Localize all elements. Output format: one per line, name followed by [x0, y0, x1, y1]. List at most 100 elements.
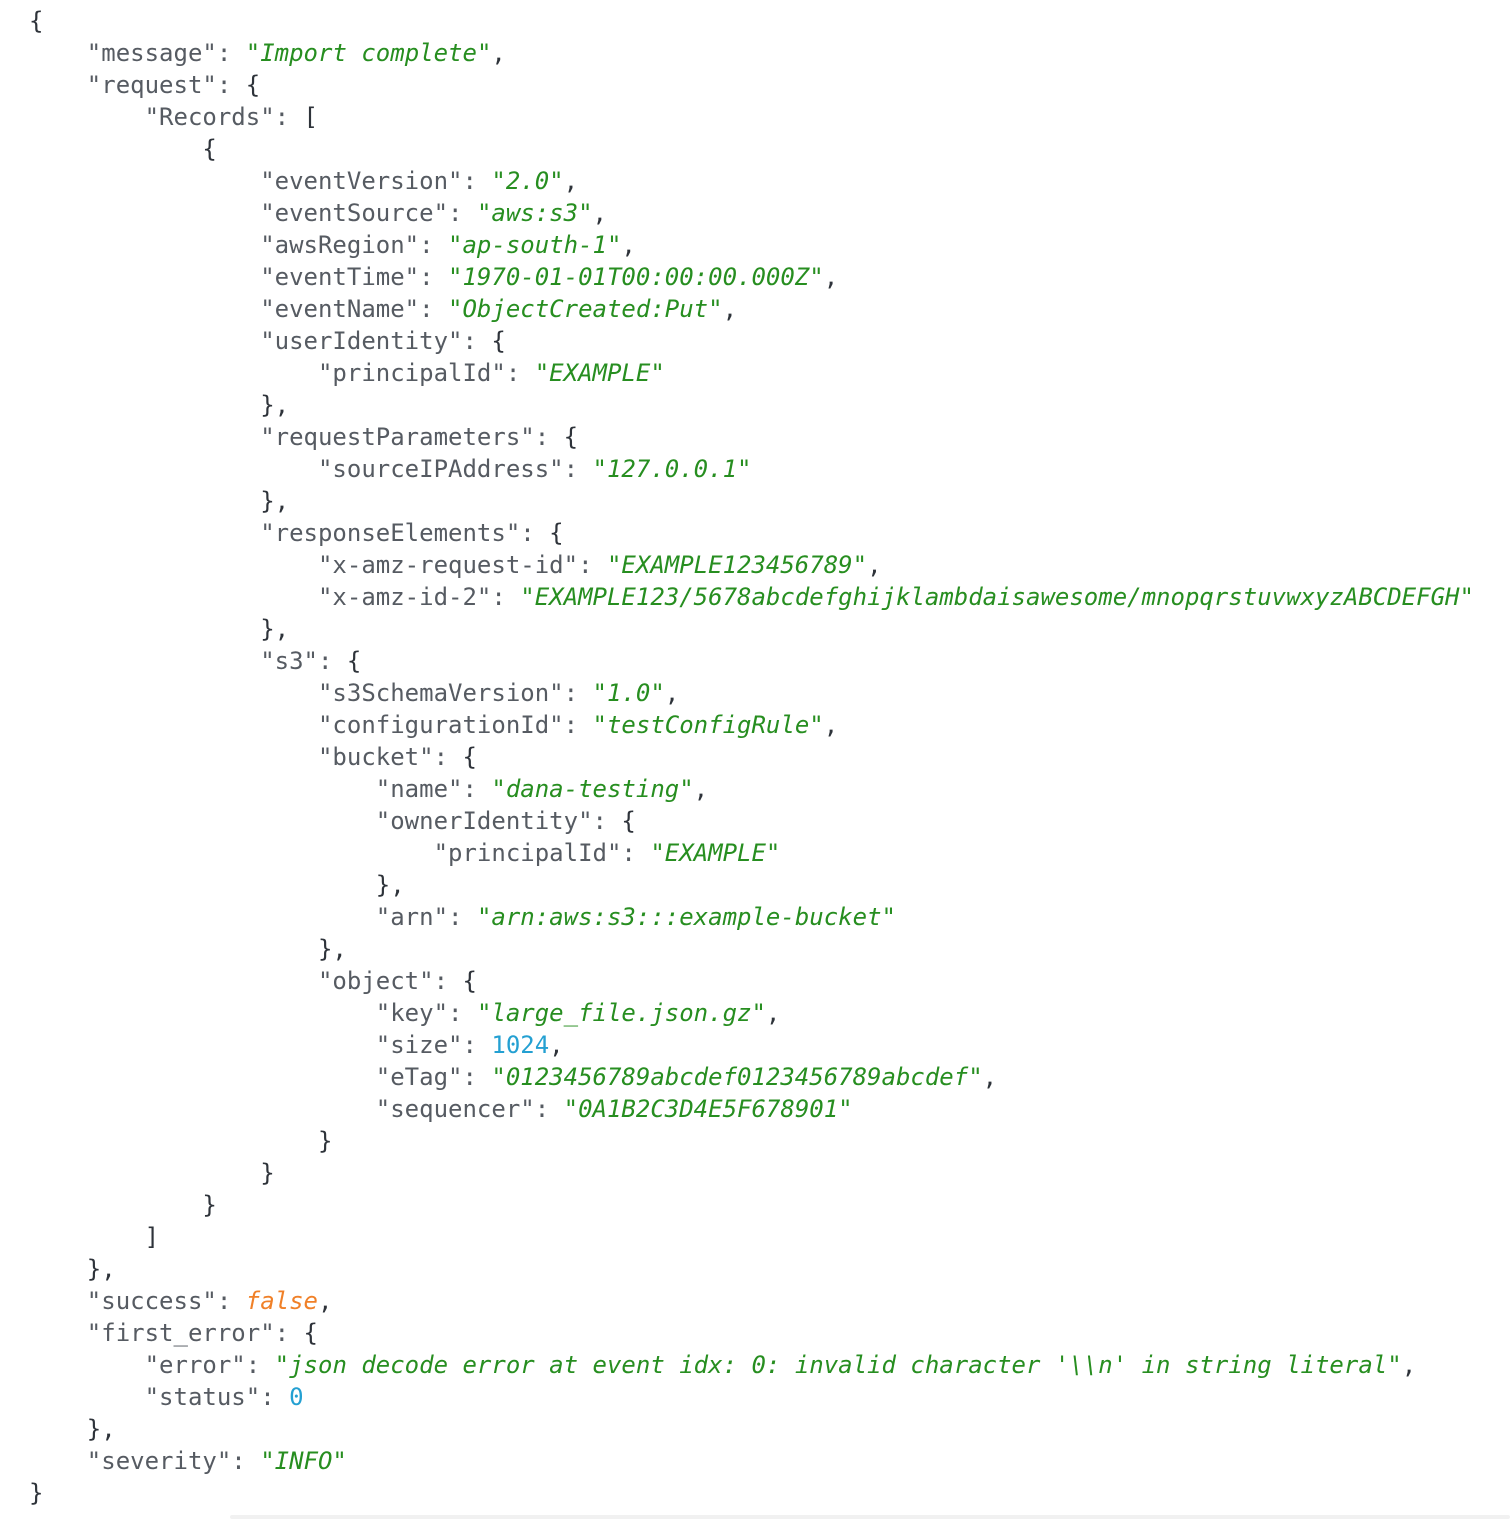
token-key: "eventSource": [260, 199, 477, 227]
code-line: "userIdentity": { [29, 325, 1512, 357]
code-line: }, [29, 1413, 1512, 1445]
token-key: "sequencer": [375, 1095, 564, 1123]
token-punct: } [317, 1127, 333, 1155]
token-key: "configurationId": [317, 711, 593, 739]
token-key: "x-amz-request-id": [317, 551, 607, 579]
token-punct: , [693, 775, 709, 803]
token-key: "object": [317, 967, 463, 995]
token-punct: }, [317, 935, 347, 963]
code-line: "principalId": "EXAMPLE" [29, 837, 1512, 869]
token-key: "name": [375, 775, 492, 803]
code-line: "message": "Import complete", [29, 37, 1512, 69]
code-line: "name": "dana-testing", [29, 773, 1512, 805]
code-line: "principalId": "EXAMPLE" [29, 357, 1512, 389]
token-punct: , [549, 1031, 564, 1059]
token-punct: }, [260, 615, 290, 643]
token-key: "principalId": [433, 839, 651, 867]
token-string: "2.0" [491, 167, 564, 195]
code-line: } [29, 1157, 1512, 1189]
horizontal-scrollbar[interactable] [230, 1515, 1510, 1519]
code-line: { [29, 133, 1512, 165]
token-punct: , [823, 263, 839, 291]
code-line: } [29, 1189, 1512, 1221]
code-line: "s3": { [29, 645, 1512, 677]
token-punct: , [722, 295, 738, 323]
token-key: "severity": [86, 1447, 261, 1475]
code-line: "error": "json decode error at event idx… [29, 1349, 1512, 1381]
token-key: "s3": [260, 647, 347, 675]
token-key: "status": [144, 1383, 290, 1411]
code-line: "status": 0 [29, 1381, 1512, 1413]
code-line: "bucket": { [29, 741, 1512, 773]
token-string: "EXAMPLE" [534, 359, 665, 387]
token-key: "awsRegion": [260, 231, 449, 259]
code-line: } [29, 1477, 1512, 1509]
code-line: "sourceIPAddress": "127.0.0.1" [29, 453, 1512, 485]
token-punct: , [1401, 1351, 1417, 1379]
token-punct: , [664, 679, 680, 707]
token-punct: { [462, 743, 477, 771]
token-key: "s3SchemaVersion": [317, 679, 593, 707]
code-line: }, [29, 485, 1512, 517]
token-key: "eventTime": [260, 263, 449, 291]
token-key: "size": [375, 1031, 492, 1059]
token-key: "message": [86, 39, 246, 67]
token-punct: { [29, 7, 44, 35]
code-line: "success": false, [29, 1285, 1512, 1317]
code-line: "sequencer": "0A1B2C3D4E5F678901" [29, 1093, 1512, 1125]
code-line: "eventName": "ObjectCreated:Put", [29, 293, 1512, 325]
token-string: "1.0" [592, 679, 665, 707]
token-string: "aws:s3" [476, 199, 593, 227]
token-key: "key": [375, 999, 477, 1027]
code-line: "s3SchemaVersion": "1.0", [29, 677, 1512, 709]
token-string: "json decode error at event idx: 0: inva… [274, 1351, 1402, 1379]
token-punct: { [491, 327, 506, 355]
token-punct: }, [260, 487, 290, 515]
token-number: 0 [289, 1383, 304, 1411]
token-string: "Import complete" [245, 39, 492, 67]
token-punct: }, [375, 871, 405, 899]
token-punct: { [563, 423, 579, 451]
token-key: "principalId": [317, 359, 535, 387]
token-punct: , [491, 39, 506, 67]
code-line: "ownerIdentity": { [29, 805, 1512, 837]
token-punct: , [823, 711, 839, 739]
code-line: "size": 1024, [29, 1029, 1512, 1061]
token-punct: { [202, 135, 217, 163]
code-line: "object": { [29, 965, 1512, 997]
token-string: "dana-testing" [491, 775, 694, 803]
code-line: "x-amz-id-2": "EXAMPLE123/5678abcdefghij… [29, 581, 1512, 613]
token-punct: } [260, 1159, 275, 1187]
code-line: "x-amz-request-id": "EXAMPLE123456789", [29, 549, 1512, 581]
code-line: "eTag": "0123456789abcdef0123456789abcde… [29, 1061, 1512, 1093]
code-line: "first_error": { [29, 1317, 1512, 1349]
token-string: "ap-south-1" [448, 231, 622, 259]
code-line: }, [29, 613, 1512, 645]
code-line: }, [29, 869, 1512, 901]
code-line: "eventSource": "aws:s3", [29, 197, 1512, 229]
token-boolean: false [245, 1287, 318, 1315]
token-punct: { [462, 967, 477, 995]
code-line: "request": { [29, 69, 1512, 101]
token-punct: } [29, 1479, 44, 1507]
token-string: "1970-01-01T00:00:00.000Z" [448, 263, 824, 291]
token-string: "EXAMPLE123/5678abcdefghijklambdaisaweso… [520, 583, 1474, 611]
token-punct: , [765, 999, 781, 1027]
token-punct: [ [303, 103, 318, 131]
token-key: "responseElements": [260, 519, 550, 547]
code-line: "Records": [ [29, 101, 1512, 133]
token-key: "Records": [144, 103, 304, 131]
token-string: "arn:aws:s3:::example-bucket" [476, 903, 896, 931]
code-line: "key": "large_file.json.gz", [29, 997, 1512, 1029]
token-punct: }, [86, 1415, 116, 1443]
token-string: "large_file.json.gz" [476, 999, 766, 1027]
token-key: "first_error": [86, 1319, 304, 1347]
token-key: "request": [86, 71, 246, 99]
code-line: } [29, 1125, 1512, 1157]
code-line: "responseElements": { [29, 517, 1512, 549]
token-string: "0A1B2C3D4E5F678901" [563, 1095, 853, 1123]
token-key: "userIdentity": [260, 327, 492, 355]
code-line: ] [29, 1221, 1512, 1253]
token-string: "0123456789abcdef0123456789abcdef" [491, 1063, 983, 1091]
